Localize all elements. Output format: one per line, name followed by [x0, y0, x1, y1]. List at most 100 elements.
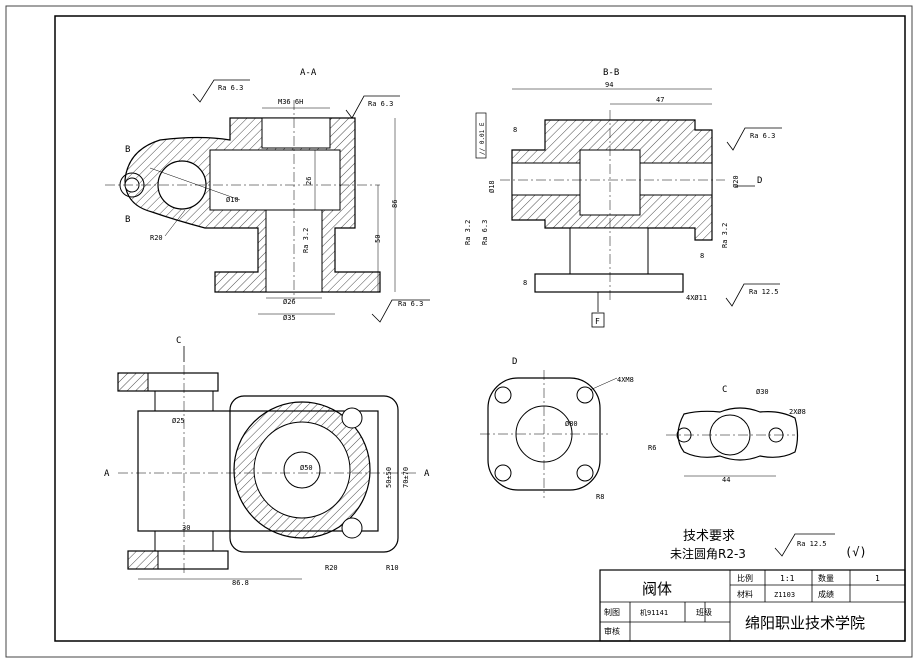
ra-symbol-icon — [726, 127, 782, 151]
datum-f-box — [591, 312, 605, 328]
c-r6-dim: R6 — [648, 444, 656, 452]
d-bolt-hole — [576, 464, 594, 482]
ra-symbol-icon — [774, 533, 835, 557]
outer-border — [5, 5, 913, 658]
d-thread-leader — [589, 377, 618, 391]
aa-top-bore — [261, 117, 331, 149]
material-value: Z1103 — [774, 591, 795, 599]
c-2xd8-dim: 2XØ8 — [789, 408, 806, 416]
d-bolt-hole — [494, 464, 512, 482]
bb-47-dim: 47 — [656, 96, 664, 104]
aa-d26-dim: Ø26 — [283, 298, 296, 306]
front-7070-dim: 70±70 — [402, 467, 410, 488]
front-r10-dim: R10 — [386, 564, 399, 572]
bb-tolerance-frame — [475, 112, 487, 159]
grade-label: 成绩 — [818, 589, 834, 599]
front-d50-dim: Ø50 — [300, 464, 313, 472]
c-44-dim: 44 — [722, 476, 730, 484]
aa-d10-dim: Ø10 — [226, 196, 239, 204]
d-bolt-hole — [576, 386, 594, 404]
view-c-arrow: C — [176, 336, 181, 346]
bb-ra-left2: Ra 6.3 — [481, 220, 489, 245]
scale-label: 比例 — [737, 573, 753, 583]
d-bolt-hole — [494, 386, 512, 404]
ra-symbol-icon — [725, 283, 780, 307]
ra-general: Ra 12.5 — [797, 540, 827, 548]
front-flange-hatch — [127, 550, 159, 570]
aa-d10-leader — [149, 167, 241, 201]
front-5050-dim: 50±50 — [385, 467, 393, 488]
material-label: 材料 — [737, 589, 753, 599]
front-flange-hatch — [117, 372, 149, 392]
datum-f-label: F — [595, 317, 600, 326]
aa-cross-cavity — [209, 149, 341, 211]
front-868-dim: 86.8 — [232, 579, 249, 587]
aa-ra-bore: Ra 3.2 — [302, 228, 310, 253]
bb-tolerance: // 0.01 E — [479, 122, 486, 155]
title-block-frame — [599, 569, 906, 642]
section-aa-view: A-A B B M36 6H Ø10 R20 26 50 86 Ø26 Ø35 … — [105, 68, 430, 323]
technical-notes: 技术要求 未注圆角R2-3 Ra 12.5 (√) — [670, 529, 867, 561]
view-c-title: C — [722, 385, 727, 395]
c-d30-dim: Ø30 — [756, 388, 769, 396]
view-d-arrow: D — [757, 176, 762, 186]
bb-ra-right: Ra 3.2 — [721, 223, 729, 248]
aa-r20-leader — [164, 209, 186, 237]
check-label: 审核 — [604, 626, 620, 636]
aa-26-dim: 26 — [305, 177, 313, 185]
section-a-left-label: A — [104, 469, 110, 479]
front-30-dim: 30 — [182, 524, 190, 532]
front-view: C A A Ø25 Ø50 30 50±50 70±70 86.8 R20 R1… — [104, 336, 430, 587]
ra-symbol-icon — [345, 95, 400, 119]
ra-symbol-icon — [371, 299, 430, 323]
bb-d18-dim: Ø18 — [488, 180, 496, 193]
front-square-flange — [229, 395, 399, 553]
section-b-top-label: B — [125, 145, 130, 155]
aa-r20-dim: R20 — [150, 234, 163, 242]
section-a-right-label: A — [424, 469, 430, 479]
ra-symbol-icon — [192, 79, 250, 103]
front-corner-hole — [341, 517, 363, 539]
bb-8a-dim: 8 — [513, 126, 517, 134]
front-center-bore — [283, 451, 321, 489]
part-name: 阀体 — [642, 580, 672, 598]
bb-d20-dim: Ø20 — [732, 175, 740, 188]
bb-overall-dim: 94 — [605, 81, 613, 89]
front-r20-dim: R20 — [325, 564, 338, 572]
aa-ra-bottom: Ra 6.3 — [398, 300, 423, 308]
c-flange-outline — [677, 407, 799, 461]
notes-heading: 技术要求 — [683, 529, 735, 544]
bb-stem — [569, 227, 649, 275]
d-thread-dim: 4XM8 — [617, 376, 634, 384]
class-label: 班级 — [696, 607, 712, 617]
bb-ra-left1: Ra 3.2 — [464, 220, 472, 245]
section-aa-title: A-A — [300, 68, 317, 78]
aa-ra-top-right: Ra 6.3 — [368, 100, 393, 108]
bb-flange — [534, 273, 684, 293]
bb-holes-dim: 4XØ11 — [686, 294, 707, 302]
notes-line1: 未注圆角R2-3 — [670, 546, 746, 561]
view-d-title: D — [512, 357, 517, 367]
drawn-value: 机91141 — [640, 608, 668, 617]
d-r8-dim: R8 — [596, 493, 604, 501]
front-body — [137, 410, 379, 532]
aa-thread-dim: M36 6H — [278, 98, 303, 106]
front-corner-hole — [341, 407, 363, 429]
ra-general-paren: (√) — [845, 545, 867, 559]
title-block — [599, 569, 906, 642]
title-block-text: 阀体 比例 1:1 数量 1 材料 Z1103 成绩 制图 机91141 班级 … — [604, 573, 880, 636]
qty-value: 1 — [875, 574, 880, 583]
scale-value: 1:1 — [780, 574, 795, 583]
view-c: C Ø30 2XØ8 R6 44 — [648, 385, 806, 484]
aa-ra-top-left: Ra 6.3 — [218, 84, 243, 92]
section-bb-title: B-B — [603, 68, 619, 78]
section-bb-view: B-B 94 47 8 // 0.01 E Ø18 Ø20 D 8 8 4XØ1… — [464, 68, 782, 328]
school-name: 绵阳职业技术学院 — [745, 614, 865, 632]
bb-ra-flange: Ra 6.3 — [750, 132, 775, 140]
bb-8c-dim: 8 — [700, 252, 704, 260]
d-ring-dim: Ø80 — [565, 420, 578, 428]
view-d: D 4XM8 Ø80 R8 — [480, 357, 634, 501]
bb-8b-dim: 8 — [523, 279, 527, 287]
bb-ra-bottom: Ra 12.5 — [749, 288, 779, 296]
